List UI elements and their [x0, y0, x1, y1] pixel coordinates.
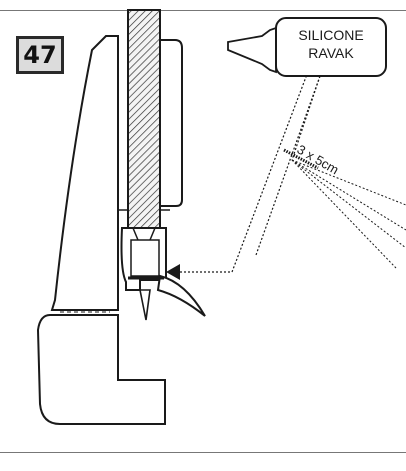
arrow-head-icon	[166, 264, 180, 280]
step-number: 47	[23, 41, 57, 69]
silicone-label-line2: RAVAK	[308, 45, 354, 61]
silicone-label-line1: SILICONE	[298, 27, 363, 43]
door-profile	[50, 35, 119, 311]
seal-lip	[156, 274, 206, 317]
spray-line	[291, 159, 397, 269]
seal-corner	[149, 227, 156, 241]
seal-corner	[132, 227, 139, 241]
dotted-leader	[180, 39, 321, 273]
silicone-tube-body	[275, 17, 387, 77]
step-number-badge: 47	[16, 36, 64, 74]
spray-line	[291, 159, 406, 249]
spray-line	[291, 159, 406, 231]
wall-frame	[160, 39, 183, 207]
bottom-rule	[0, 452, 406, 453]
silicone-tube-icon	[227, 26, 277, 74]
top-rule	[0, 10, 406, 11]
seal-profile	[120, 227, 167, 291]
seal-drip-fin	[139, 289, 151, 321]
glass-panel	[127, 9, 161, 271]
seal-channel	[130, 239, 160, 277]
shower-tray	[36, 314, 166, 425]
silicone-bead	[283, 148, 319, 170]
spray-line	[291, 159, 406, 206]
dotted-leader	[291, 75, 321, 161]
